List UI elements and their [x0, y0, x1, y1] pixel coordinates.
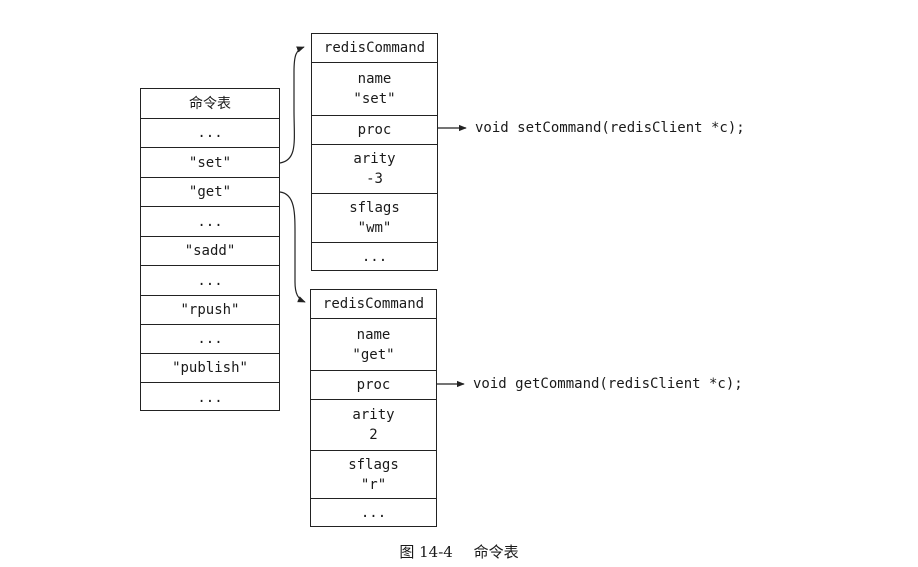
set-redis-command-struct: redisCommand name "set" proc arity -3 sf… — [311, 33, 438, 271]
table-row-set: "set" — [141, 148, 279, 178]
set-pointer-arrow — [279, 46, 305, 164]
table-row: ... — [141, 207, 279, 237]
field-value: "r" — [360, 476, 387, 493]
proc-field: proc — [312, 116, 437, 145]
table-row: ... — [197, 389, 223, 406]
name-field: name "set" — [312, 63, 437, 116]
set-command-function: void setCommand(redisClient *c); — [475, 120, 745, 136]
field-value: "wm" — [357, 220, 392, 236]
arity-field: arity 2 — [311, 400, 436, 451]
field-value: "get" — [352, 346, 395, 363]
ellipsis-field: ... — [361, 248, 388, 265]
get-command-function: void getCommand(redisClient *c); — [473, 376, 743, 392]
table-row-publish: "publish" — [141, 354, 279, 383]
table-row-rpush: "rpush" — [141, 296, 279, 325]
table-row: ... — [141, 266, 279, 296]
sflags-field: sflags "wm" — [312, 194, 437, 243]
name-field: name "get" — [311, 319, 436, 371]
struct-title: redisCommand — [311, 290, 436, 319]
arity-field: arity -3 — [312, 145, 437, 194]
field-value: "set" — [353, 91, 396, 107]
command-table-header: 命令表 — [141, 89, 279, 119]
get-redis-command-struct: redisCommand name "get" proc arity 2 sfl… — [310, 289, 437, 527]
sflags-field: sflags "r" — [311, 451, 436, 499]
struct-title: redisCommand — [312, 34, 437, 63]
ellipsis-field: ... — [360, 504, 387, 521]
field-label: name — [356, 326, 391, 343]
table-row: ... — [141, 119, 279, 148]
figure-caption: 图 14-4 命令表 — [0, 541, 918, 562]
field-value: -3 — [366, 171, 383, 187]
command-table: 命令表 ... "set" "get" ... "sadd" ... "rpus… — [140, 88, 280, 411]
field-label: arity — [353, 151, 396, 167]
proc-field: proc — [311, 371, 436, 400]
field-label: sflags — [348, 456, 399, 473]
figure-title: 命令表 — [473, 543, 519, 561]
field-value: 2 — [369, 427, 378, 443]
field-label: name — [357, 71, 392, 87]
field-label: arity — [352, 407, 395, 423]
table-row: ... — [141, 325, 279, 354]
table-row-sadd: "sadd" — [141, 237, 279, 266]
figure-number: 图 14-4 — [399, 543, 453, 561]
field-label: sflags — [349, 200, 400, 216]
get-pointer-arrow — [279, 191, 306, 303]
table-row-get: "get" — [141, 178, 279, 207]
